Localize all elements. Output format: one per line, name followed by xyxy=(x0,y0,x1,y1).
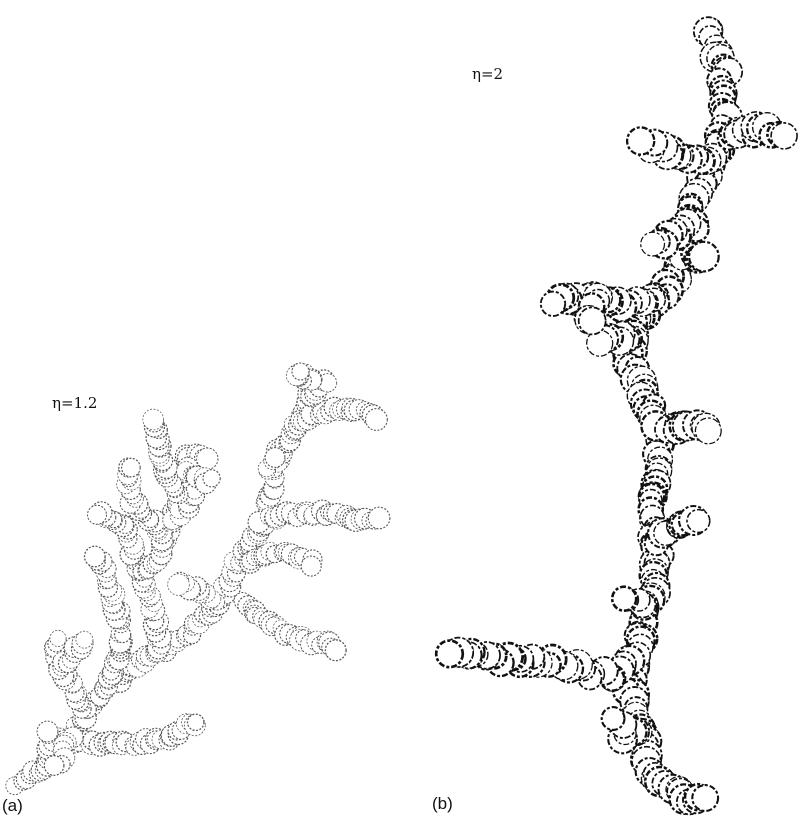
particle-dark xyxy=(771,123,797,149)
particle-dark xyxy=(687,510,710,533)
particle-dark xyxy=(689,242,719,272)
particle-light xyxy=(88,505,107,524)
particle-light xyxy=(292,363,309,380)
particle-light xyxy=(44,756,64,776)
particle-dark xyxy=(627,127,654,154)
particle-dark xyxy=(641,232,665,256)
panel-letter-a: (a) xyxy=(2,796,23,816)
particle-light xyxy=(85,546,106,567)
particle-light xyxy=(37,721,58,742)
particle-dark xyxy=(602,707,625,730)
particle-dark xyxy=(692,785,718,811)
particle-light xyxy=(168,574,190,596)
particle-dark xyxy=(541,292,565,316)
particle-light xyxy=(265,448,285,468)
particle-dark xyxy=(695,418,721,444)
particle-light xyxy=(301,556,321,576)
particle-light xyxy=(50,630,66,646)
particle-light xyxy=(143,409,164,430)
cluster-eta-1-2 xyxy=(6,363,390,795)
particle-light xyxy=(366,409,388,431)
particle-light xyxy=(122,458,141,477)
eta-label-panel-b: η=2 xyxy=(472,65,503,83)
particle-light xyxy=(188,714,204,730)
panel-letter-b: (b) xyxy=(432,794,453,814)
particle-light xyxy=(203,470,220,487)
particle-light xyxy=(368,507,390,529)
particle-dark xyxy=(612,587,636,611)
particle-dark xyxy=(579,307,606,334)
particle-light xyxy=(76,631,93,648)
particle-dark xyxy=(436,641,463,668)
particle-light xyxy=(325,640,346,661)
cluster-eta-2 xyxy=(436,17,797,814)
eta-label-panel-a: η=1.2 xyxy=(52,394,97,412)
